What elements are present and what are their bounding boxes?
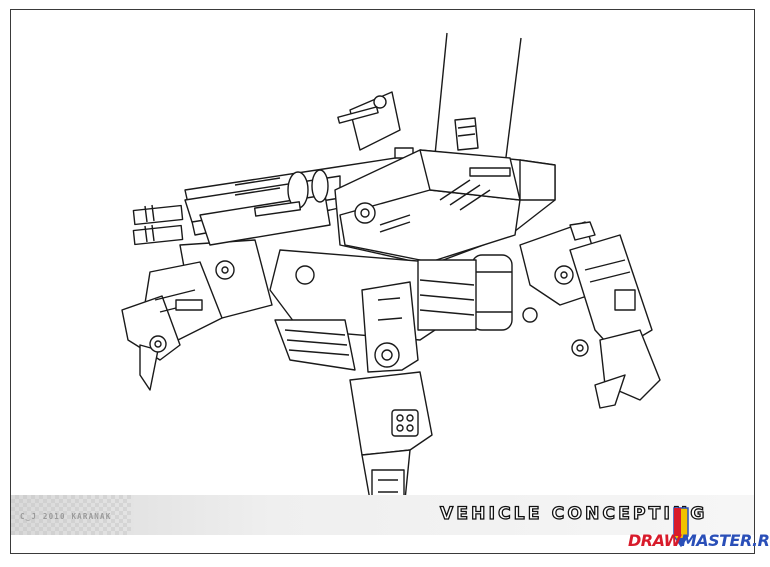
pencil-logo-icon	[673, 507, 689, 548]
main-cannon	[132, 147, 421, 246]
footer-band	[11, 495, 754, 535]
copyright-text: C‿J 2010 KARANAK	[20, 512, 112, 521]
antennas	[433, 32, 522, 166]
vehicle-concepting-title: VEHICLE CONCEPTING	[439, 503, 708, 524]
footer-pattern	[11, 495, 131, 535]
main-hull	[334, 149, 556, 266]
turret-gun	[337, 91, 479, 151]
brand-logo: DRAWMASTER.RU	[628, 531, 770, 550]
brand-master: MASTER.RU	[680, 531, 770, 550]
rear-left-leg	[121, 239, 273, 391]
brand-draw: DRAW	[628, 531, 681, 550]
rear-right-leg	[519, 221, 661, 409]
